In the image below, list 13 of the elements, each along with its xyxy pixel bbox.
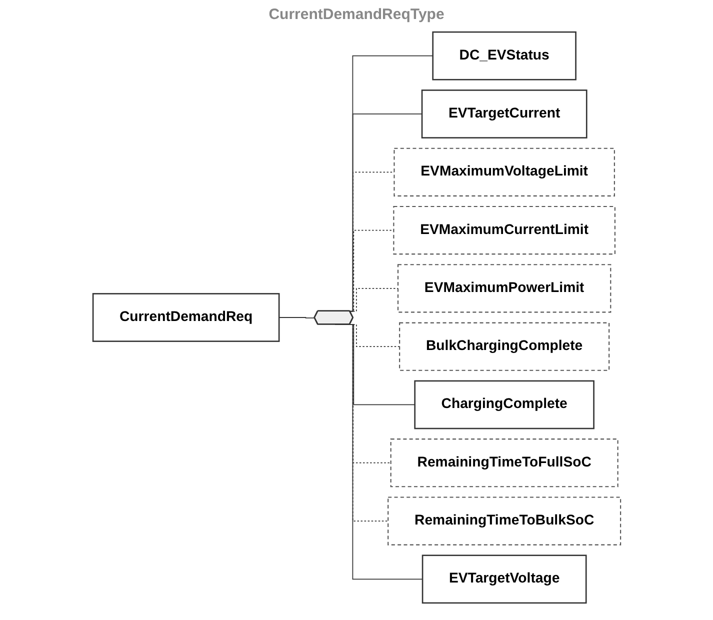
node-box: EVMaximumPowerLimit [397, 264, 611, 313]
node-box: EVTargetVoltage [422, 554, 586, 604]
node-box: CurrentDemandReq [92, 293, 280, 342]
node-box: EVMaximumVoltageLimit [393, 148, 615, 196]
node-box: RemainingTimeToFullSoC [390, 438, 618, 488]
node-box: EVTargetCurrent [421, 90, 587, 138]
node-box: ChargingComplete [414, 380, 594, 430]
node-box: EVMaximumCurrentLimit [392, 206, 616, 255]
node-box: BulkChargingComplete [398, 322, 610, 371]
node-box: DC_EVStatus [432, 31, 576, 80]
diagram-title: CurrentDemandReqType [268, 6, 446, 23]
connector [278, 317, 315, 318]
node-box: RemainingTimeToBulkSoC [387, 496, 621, 546]
